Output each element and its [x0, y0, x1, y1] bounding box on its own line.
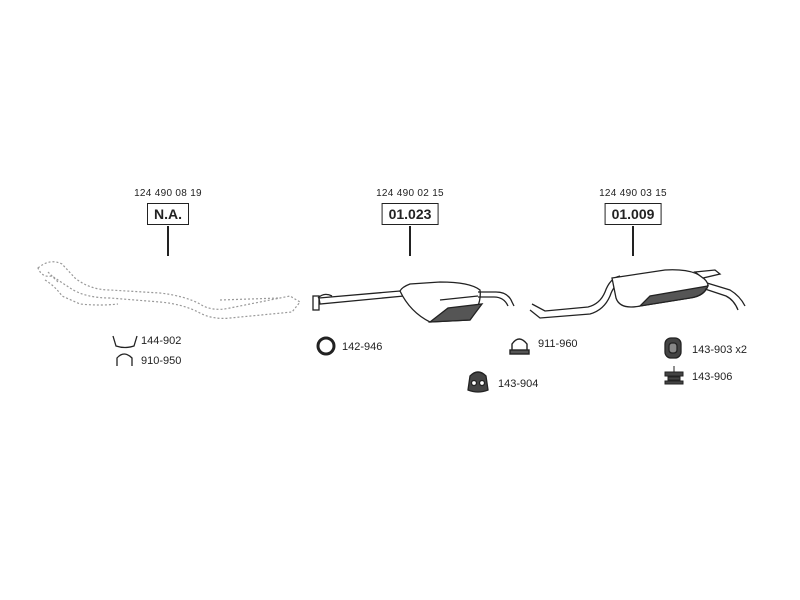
oem-number-rear: 124 490 03 15 [599, 188, 667, 199]
u-bracket-icon [116, 353, 133, 366]
part-label-143-903[interactable]: 143-903 x2 [692, 344, 748, 356]
part-label-911-960[interactable]: 911-960 [538, 338, 578, 350]
part-label-142-946[interactable]: 142-946 [342, 341, 383, 353]
oem-number-middle: 124 490 02 15 [376, 188, 444, 199]
leader-line-rear [632, 226, 634, 256]
part-code-front[interactable]: N.A. [147, 203, 189, 225]
part-label-143-906[interactable]: 143-906 [692, 371, 733, 383]
part-label-143-904[interactable]: 143-904 [498, 378, 539, 390]
stacked-mount-icon [664, 366, 684, 385]
part-label-910-950[interactable]: 910-950 [141, 355, 182, 367]
part-code-rear[interactable]: 01.009 [604, 203, 662, 225]
leader-line-front [167, 226, 169, 256]
leader-line-middle [409, 226, 411, 256]
rubber-mount-icon [467, 371, 489, 393]
oem-number-front: 124 490 08 19 [134, 188, 202, 199]
part-code-middle[interactable]: 01.023 [381, 203, 439, 225]
rubber-block-icon [664, 337, 682, 359]
pipe-clamp-icon [509, 338, 530, 355]
gasket-ring-icon [316, 336, 336, 356]
middle-silencer [312, 281, 515, 323]
hanger-clamp-icon [112, 335, 138, 349]
part-label-144-902[interactable]: 144-902 [141, 335, 182, 347]
front-pipe-dashed [37, 261, 301, 319]
rear-silencer [529, 269, 746, 319]
